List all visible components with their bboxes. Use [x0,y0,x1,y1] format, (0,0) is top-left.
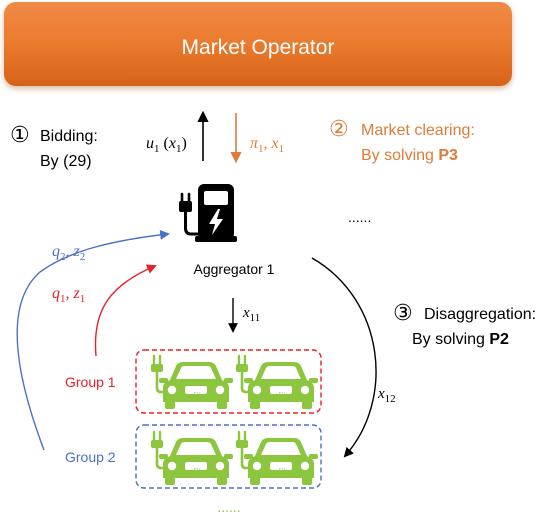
step-bidding-number: ① [10,122,30,147]
step-bidding-detail: By (29) [40,153,92,170]
step-clearing-detail: By solving P3 [361,147,458,164]
bid-function-label: u1(x1) [146,135,187,155]
more-groups-ellipsis: ...... [217,499,240,515]
step-clearing-title: Market clearing: [361,122,475,139]
ev-badge: EV [279,392,286,398]
clearing-result-label: π1, x1 [250,135,284,155]
group-2-bid-arrow [16,230,170,451]
x12-arrow [311,257,377,458]
q1-z1-label: q1, z1 [52,285,85,305]
step-bidding-title: Bidding: [40,128,98,145]
ev-car-icon [234,354,320,411]
x11-label: x11 [242,305,260,324]
q2-z2-label: q2, z2 [52,243,85,263]
ev-car-icon [234,430,320,487]
aggregator-label: Aggregator 1 [194,261,275,277]
step-clearing-number: ② [329,116,349,141]
group-1-box [135,349,322,414]
market-operator-box [4,2,512,86]
group-1-bid-arrow [94,264,157,357]
ev-badge: EV [194,468,201,474]
step-disaggregation-detail: By solving P2 [412,331,509,348]
market-operator-label: Market Operator [182,36,335,59]
step-disaggregation-title: Disaggregation: [424,306,536,323]
step-disaggregation-number: ③ [393,300,413,325]
ev-charging-station-icon [179,184,237,242]
ev-badge: EV [279,468,286,474]
group-2-label: Group 2 [65,449,116,465]
ev-car-icon [149,354,235,411]
x12-label: x12 [377,386,396,405]
ev-badge: EV [194,392,201,398]
more-aggregators-ellipsis: ...... [348,209,371,225]
ev-car-icon [149,430,235,487]
group-1-label: Group 1 [65,374,116,390]
group-2-box [135,424,322,489]
